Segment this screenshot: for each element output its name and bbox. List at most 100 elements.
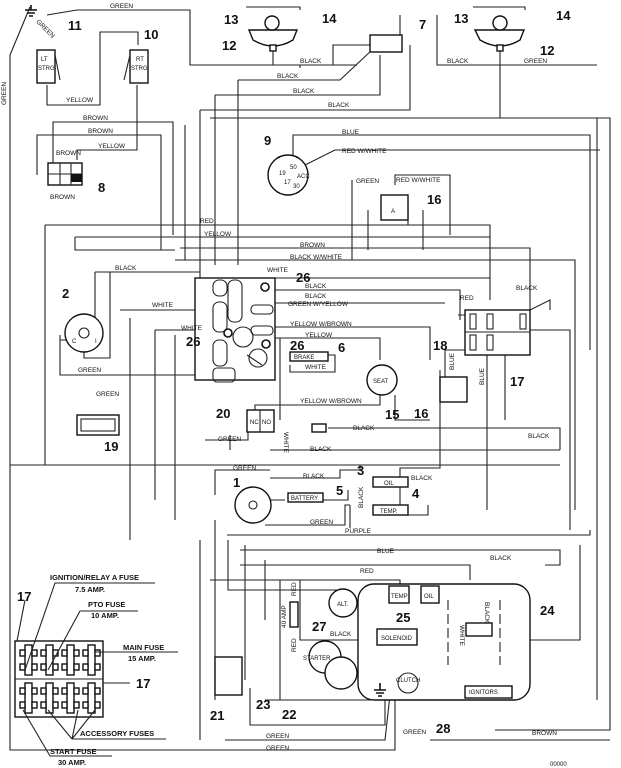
wire-label: BLACK	[528, 433, 550, 440]
wire-label: GREEN	[524, 58, 547, 65]
wire-label: BLUE	[449, 352, 456, 370]
callout-1: 1	[233, 475, 240, 490]
fuse-terminal	[31, 701, 38, 709]
callout-7: 7	[419, 17, 426, 32]
wire-label: GREEN	[110, 3, 133, 10]
callout-12-right: 12	[540, 43, 554, 58]
seat-switch: SEAT	[366, 364, 398, 396]
wire-label: YELLOW W/BROWN	[300, 398, 362, 405]
ignition-relay-fuse-label: IGNITION/RELAY A FUSE	[50, 573, 139, 582]
wire-label: BROWN	[300, 242, 325, 249]
drawing-number: 00000	[550, 762, 567, 768]
wire-label: GREEN	[218, 436, 241, 443]
wire-label: BLACK	[490, 555, 512, 562]
wire-label: GREEN	[233, 465, 256, 472]
plug-connector	[311, 423, 327, 433]
callout-14-right: 14	[556, 8, 571, 23]
wire-label: BLACK	[305, 283, 327, 290]
starter-label: STARTER	[303, 656, 331, 662]
callout-2: 2	[62, 286, 69, 301]
wire-label: BLACK	[353, 425, 375, 432]
connector-8	[47, 162, 83, 186]
wire-label: WHITE	[282, 432, 289, 454]
callout-26-left: 26	[186, 334, 200, 349]
clutch-label: CLUTCH	[396, 678, 420, 684]
fuse-terminal	[52, 701, 59, 709]
headlight-left	[246, 6, 301, 65]
wire-label: WHITE	[267, 267, 289, 274]
wire-label: WHITE	[305, 364, 327, 371]
wire-label: BLACK W/WHITE	[290, 254, 343, 261]
callout-4: 4	[412, 486, 420, 501]
fuse-terminal	[31, 663, 38, 671]
callout-16-top: 16	[427, 192, 441, 207]
fuse-terminal	[82, 701, 89, 709]
accessory-fuses-label: ACCESSORY FUSES	[80, 729, 154, 738]
start-amp: 30 AMP.	[58, 758, 86, 767]
callout-15: 15	[385, 407, 399, 422]
relay-16-bottom	[439, 376, 468, 403]
fuse	[45, 682, 54, 714]
wire-label: BLUE	[342, 129, 360, 136]
callout-17-fuse-top: 17	[17, 589, 31, 604]
wire-label: YELLOW	[204, 231, 232, 238]
ground-icon	[25, 5, 37, 17]
battery-indicator: BATTERY	[287, 492, 324, 503]
wire-label: YELLOW	[305, 332, 333, 339]
oil-label: OIL	[384, 481, 394, 487]
key-term-50: 50	[290, 165, 297, 171]
relay-16-top: A	[380, 194, 409, 221]
wire-label: BLUE	[377, 548, 395, 555]
wire-label: RED	[360, 568, 374, 575]
fuse-terminal	[94, 649, 101, 657]
battery-label: BATTERY	[291, 496, 318, 502]
callout-17-fuse-right: 17	[136, 676, 150, 691]
callout-13-left: 13	[224, 12, 238, 27]
wire-label: BLACK	[310, 446, 332, 453]
fuse-slots	[19, 644, 101, 714]
fuse-terminal	[40, 687, 47, 695]
callout-12-left: 12	[222, 38, 236, 53]
fuse	[87, 644, 96, 676]
fuse-terminal	[82, 687, 89, 695]
fuse-terminal	[94, 663, 101, 671]
wire-label: GREEN	[356, 178, 379, 185]
fuse-terminal	[61, 649, 68, 657]
callout-20: 20	[216, 406, 230, 421]
wire-label: BROWN	[532, 730, 557, 737]
callout-18: 18	[433, 338, 447, 353]
wire-label: WHITE	[152, 302, 174, 309]
fuse-terminal	[52, 687, 59, 695]
oil-indicator: OIL	[372, 476, 409, 488]
wire-label: GREEN	[96, 391, 119, 398]
battery	[214, 656, 243, 696]
key-term-19: 19	[279, 171, 286, 177]
wire-label: YELLOW W/BROWN	[290, 321, 352, 328]
callout-26-top: 26	[296, 270, 310, 285]
seat-label: SEAT	[373, 379, 389, 385]
wire-label: BLACK	[303, 473, 325, 480]
pto-amp: 10 AMP.	[91, 611, 119, 620]
wire-labels: GREEN GREEN GREEN YELLOW BROWN BROWN YEL…	[1, 3, 557, 752]
wire-label: BLACK	[328, 102, 350, 109]
fuse-terminal	[31, 687, 38, 695]
fuse-terminal	[73, 687, 80, 695]
callout-21: 21	[210, 708, 224, 723]
fuse-link	[289, 601, 299, 628]
wire-label: BLACK	[411, 475, 433, 482]
wire-label: GREEN	[35, 18, 57, 40]
key-term-30: 30	[293, 184, 300, 190]
fuse-terminal	[19, 649, 26, 657]
pto-fuse-label: PTO FUSE	[88, 600, 125, 609]
no-label: NO	[262, 420, 271, 426]
key-term-17: 17	[284, 180, 291, 186]
fuse-legend: IGNITION/RELAY A FUSE 7.5 AMP. PTO FUSE …	[16, 573, 178, 767]
fuse-terminal	[40, 663, 47, 671]
wire-label: GREEN	[403, 729, 426, 736]
sw2-term-i: I	[95, 339, 97, 345]
harness-block	[194, 277, 276, 383]
wire-label: GREEN	[1, 82, 8, 105]
fuse-terminal	[52, 663, 59, 671]
engine-temp-label: TEMP	[391, 594, 408, 600]
